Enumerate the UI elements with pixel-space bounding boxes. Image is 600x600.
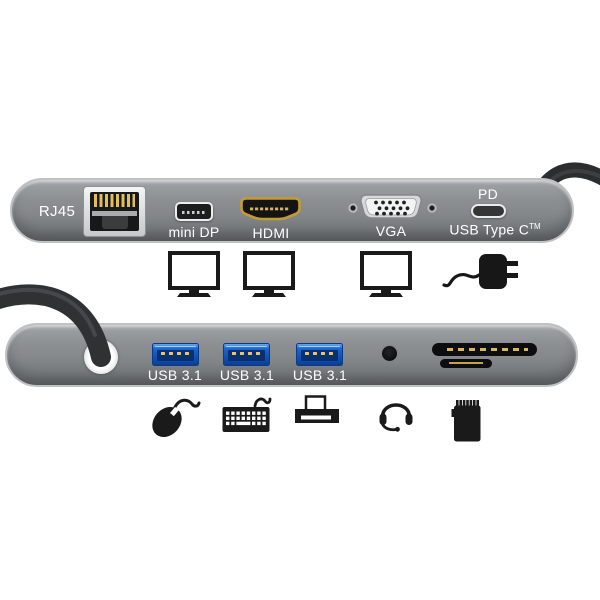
usb-port-contacts [305, 352, 334, 356]
usb-port-highlight [226, 345, 267, 348]
mini-displayport-port [175, 202, 213, 221]
monitor-icon [360, 251, 412, 297]
mini-dp-pins [182, 211, 206, 214]
hdmi-port [240, 197, 301, 221]
audio-jack-port [382, 346, 397, 361]
usb-3-1-label: USB 3.1 [219, 367, 275, 383]
micro-sd-slot-contact [449, 362, 483, 365]
usb-port-highlight [155, 345, 196, 348]
cable-grommet [84, 340, 118, 374]
usb-3-1-port [223, 343, 270, 366]
pd-label: PD [477, 186, 499, 202]
rj45-label: RJ45 [38, 203, 76, 220]
sd-card-icon [451, 400, 481, 442]
usb-port-slot [228, 350, 265, 361]
sd-card-slot [432, 343, 537, 356]
usb-port-contacts [232, 352, 261, 356]
mouse-icon [152, 398, 201, 438]
power-adapter-icon [442, 254, 518, 289]
usb-port-contacts [161, 352, 190, 356]
monitor-icon [168, 251, 220, 297]
rj45-pins [94, 194, 135, 207]
usb-port-slot [157, 350, 194, 361]
printer-icon [295, 395, 339, 423]
usb-port-slot [301, 350, 338, 361]
usb-port-highlight [299, 345, 340, 348]
usb-3-1-label: USB 3.1 [147, 367, 203, 383]
usb-3-1-label: USB 3.1 [292, 367, 348, 383]
usb-3-1-port [296, 343, 343, 366]
vga-port [347, 194, 438, 219]
rj45-ethernet-port [83, 186, 146, 237]
rj45-cavity [90, 192, 139, 231]
keyboard-icon [222, 397, 272, 432]
sd-slot-contacts [447, 348, 528, 352]
usb-3-1-port [152, 343, 199, 366]
micro-sd-card-slot [440, 359, 492, 368]
usb-c-port [471, 204, 506, 218]
usb-type-c-text: USB Type C [449, 221, 530, 238]
rj45-notch [101, 216, 128, 229]
monitor-icon [243, 251, 295, 297]
vga-label: VGA [375, 223, 407, 239]
headset-icon [379, 403, 413, 432]
hdmi-label: HDMI [252, 225, 290, 241]
rj45-ledge [92, 211, 137, 216]
usb-type-c-label: USB Type CTM [434, 220, 556, 237]
mini-dp-label: mini DP [168, 224, 220, 240]
trademark-sup: TM [529, 222, 541, 231]
